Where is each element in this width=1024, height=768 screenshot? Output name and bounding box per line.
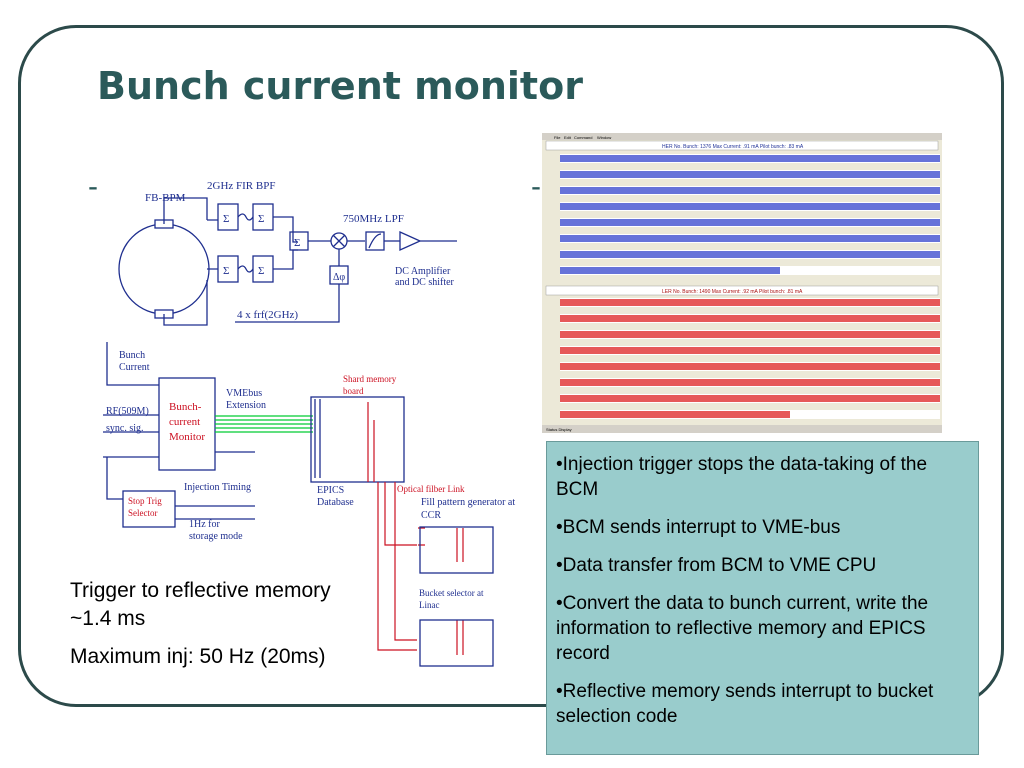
epics-label-1: EPICS <box>317 485 344 496</box>
menu-edit: Edit <box>564 135 572 140</box>
pattern-row-bar <box>560 411 790 418</box>
amplifier <box>399 230 422 252</box>
fill-pattern-box <box>419 526 494 574</box>
note-line2: ~1.4 ms <box>70 607 146 630</box>
bcm-block-diagram: 2GHz FIR BPF FB-BPM Σ Σ Σ Σ Σ Δφ 750MHz … <box>103 180 515 667</box>
bullet-box: •Injection trigger stops the data-taking… <box>546 441 979 755</box>
bullet-2: •BCM sends interrupt to VME-bus <box>556 517 841 538</box>
fir-bpf-label: 2GHz FIR BPF <box>207 180 275 192</box>
hz-label-1: 1Hz for <box>189 519 220 530</box>
bunch-current-line2: Current <box>119 362 150 373</box>
pattern-row-axis <box>560 419 940 422</box>
pattern-row-bar <box>560 395 940 402</box>
pattern-row-axis <box>560 275 940 278</box>
freq-label: 4 x frf(2GHz) <box>237 309 298 321</box>
pattern-row-axis <box>560 339 940 342</box>
pattern-row-axis <box>560 227 940 230</box>
slide-frame <box>18 25 1004 707</box>
bucket-label-1: Bucket selector at <box>419 588 484 598</box>
pattern-row-bar <box>560 155 940 162</box>
pattern-row-bar <box>560 235 940 242</box>
stop-trig-box <box>122 490 176 528</box>
pattern-row-axis <box>560 323 940 326</box>
delta-phi-label: Δφ <box>333 272 345 283</box>
epics-label-2: Database <box>317 497 354 508</box>
sigma-3: Σ <box>223 265 229 277</box>
sigma-2: Σ <box>258 213 264 225</box>
optical-label: Optical filber Link <box>397 484 465 494</box>
timing-notes: Trigger to reflective memory ~1.4 ms Maxi… <box>70 577 331 681</box>
status-display-label: Status Display <box>546 427 572 432</box>
menu-command: Command <box>574 135 592 140</box>
sigma-4: Σ <box>258 265 264 277</box>
dc-amp-line2: and DC shifter <box>395 277 455 288</box>
pattern-row-bar <box>560 315 940 322</box>
bucket-selector-box <box>419 619 494 667</box>
vme-label-1: VMEbus <box>226 388 262 399</box>
bcm-label-2: current <box>169 416 200 428</box>
her-header: HER No. Bunch: 1376 Max Current: .91 mA … <box>662 144 804 150</box>
rf-label: RF(509M) <box>106 406 149 417</box>
bullet-4: •Convert the data to bunch current, writ… <box>556 593 929 664</box>
ler-rows <box>560 298 940 422</box>
dc-amp-line1: DC Amplifier <box>395 266 451 277</box>
pattern-row-bar <box>560 299 940 306</box>
bunch-current-line1: Bunch <box>119 350 145 361</box>
bullet-dash-left: - <box>88 170 98 203</box>
pattern-row-bar <box>560 379 940 386</box>
page-title: Bunch current monitor <box>97 64 583 108</box>
stop-trig-1: Stop Trig <box>128 496 162 506</box>
her-rows <box>560 154 940 278</box>
shared-memory-board <box>310 396 405 483</box>
menu-file: File <box>554 135 561 140</box>
pattern-row-axis <box>560 259 940 262</box>
pattern-row-bar <box>560 267 780 274</box>
bullet-1: •Injection trigger stops the data-taking… <box>556 454 928 500</box>
bullet-dash-right: - <box>531 170 541 203</box>
sync-label: sync. sig. <box>106 423 144 434</box>
pattern-row-bar <box>560 251 940 258</box>
menu-window: Window <box>597 135 611 140</box>
shm-label-1: Shard memory <box>343 374 397 384</box>
pattern-row-bar <box>560 363 940 370</box>
pattern-row-axis <box>560 163 940 166</box>
fb-bpm-label: FB-BPM <box>145 192 186 204</box>
note-line1: Trigger to reflective memory <box>70 579 331 602</box>
pattern-row-bar <box>560 219 940 226</box>
pattern-row-bar <box>560 171 940 178</box>
bpm-circle <box>118 223 210 315</box>
ler-header: LER No. Bunch: 1490 Max Current: .92 mA … <box>662 289 803 295</box>
pattern-row-axis <box>560 195 940 198</box>
pattern-row-bar <box>560 331 940 338</box>
inj-timing-label: Injection Timing <box>184 482 251 493</box>
pattern-row-bar <box>560 347 940 354</box>
pattern-row-axis <box>560 371 940 374</box>
pattern-row-bar <box>560 203 940 210</box>
fill-label-2: CCR <box>421 510 441 521</box>
vme-label-2: Extension <box>226 400 266 411</box>
pattern-row-axis <box>560 179 940 182</box>
pattern-row-axis <box>560 211 940 214</box>
pattern-row-axis <box>560 243 940 246</box>
bcm-label-3: Monitor <box>169 431 205 443</box>
hz-label-2: storage mode <box>189 531 243 542</box>
shm-label-2: board <box>343 386 364 396</box>
pattern-row-bar <box>560 187 940 194</box>
lpf-label: 750MHz LPF <box>343 213 404 225</box>
fill-label-1: Fill pattern generator at <box>421 497 515 508</box>
bucket-label-2: Linac <box>419 600 440 610</box>
bunch-display-screenshot: File Edit Command Window HER No. Bunch: … <box>542 133 942 433</box>
pattern-row-axis <box>560 307 940 310</box>
bullet-5: •Reflective memory sends interrupt to bu… <box>556 681 934 727</box>
pattern-row-axis <box>560 387 940 390</box>
pattern-row-axis <box>560 355 940 358</box>
stop-trig-2: Selector <box>128 508 158 518</box>
sigma-5: Σ <box>294 237 300 249</box>
sigma-1: Σ <box>223 213 229 225</box>
bcm-label-1: Bunch- <box>169 401 202 413</box>
bullet-3: •Data transfer from BCM to VME CPU <box>556 555 877 576</box>
note-line3: Maximum inj: 50 Hz (20ms) <box>70 645 326 668</box>
pattern-row-axis <box>560 403 940 406</box>
